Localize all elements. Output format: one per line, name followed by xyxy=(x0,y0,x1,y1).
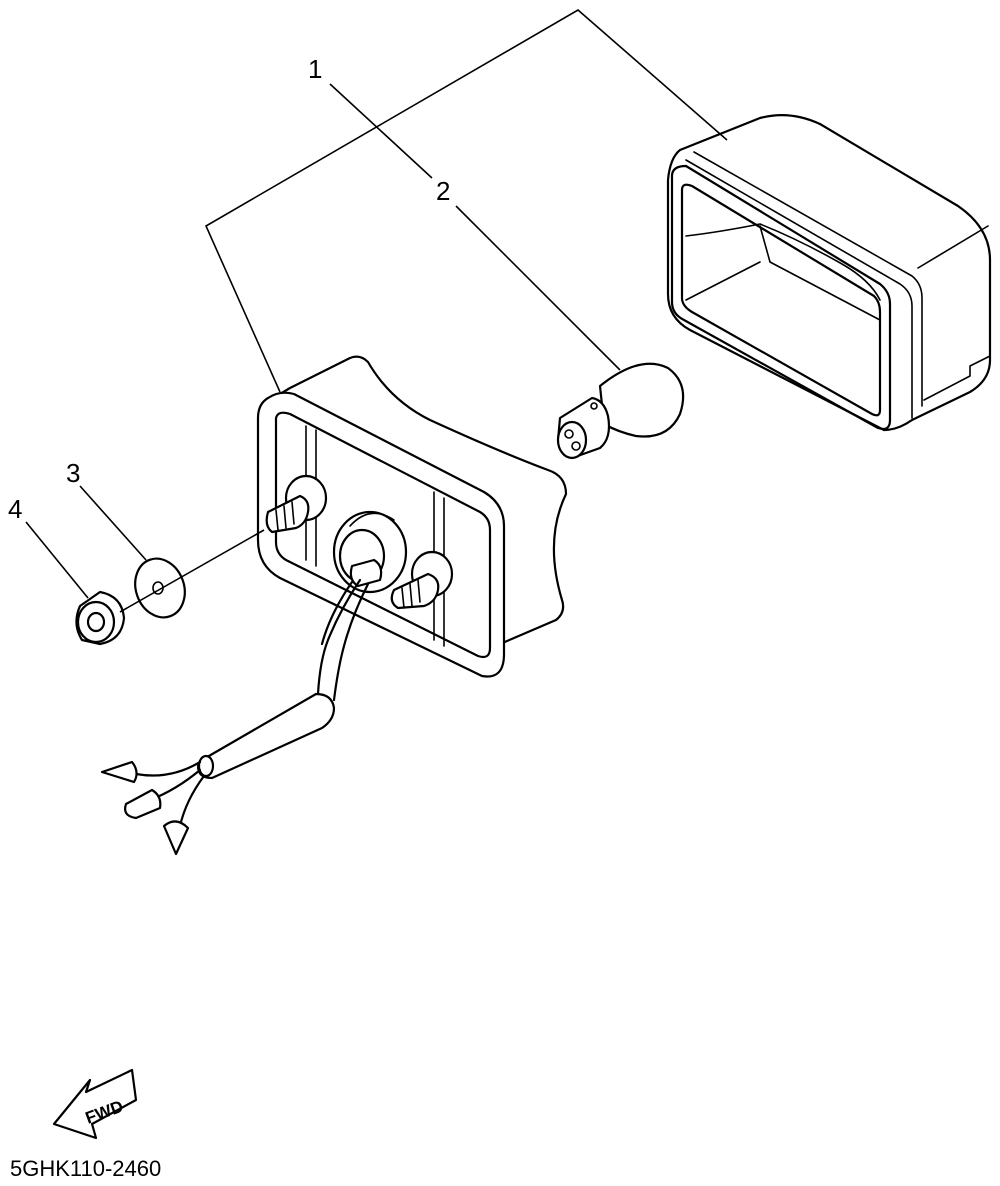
callout-2: 2 xyxy=(436,176,450,206)
tail-light-lens xyxy=(666,113,992,432)
bulb xyxy=(556,362,685,460)
nut xyxy=(75,590,126,646)
diagram-code: 5GHK110-2460 xyxy=(10,1156,161,1181)
part-1-bracket-line xyxy=(204,9,728,393)
leader-lines xyxy=(25,205,621,599)
fwd-arrow-icon: FWD xyxy=(52,1068,138,1140)
fastener-axis-line xyxy=(119,529,265,613)
washer xyxy=(134,557,186,619)
tail-light-housing xyxy=(256,355,568,678)
callout-3: 3 xyxy=(66,458,80,488)
callout-1: 1 xyxy=(308,54,322,84)
wire-harness xyxy=(100,578,370,856)
callout-4: 4 xyxy=(8,494,22,524)
